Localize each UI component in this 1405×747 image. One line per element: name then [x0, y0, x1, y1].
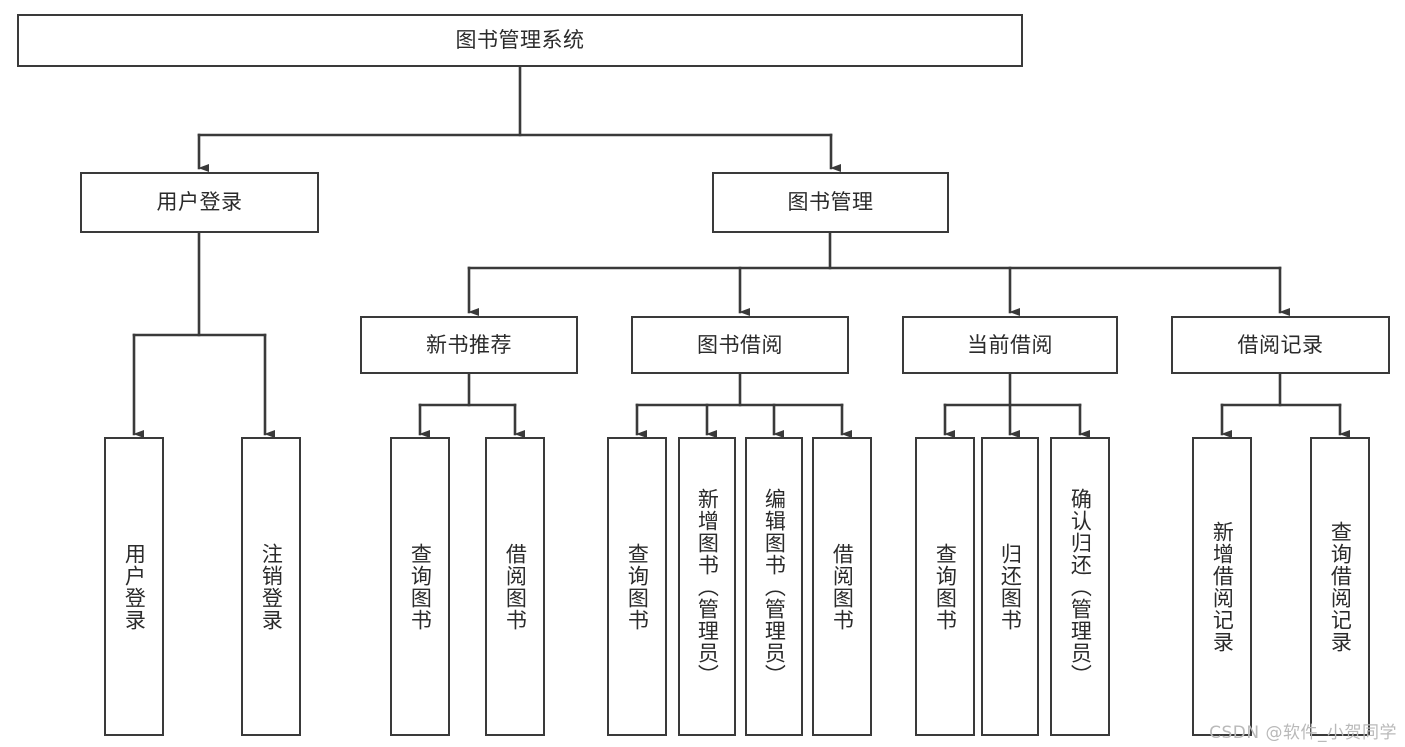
node-label: 查询图书	[625, 542, 650, 631]
node-user-login[interactable]: 用户登录	[80, 172, 319, 233]
node-label: 归还图书	[998, 542, 1023, 631]
leaf-query-book-3[interactable]: 查询图书	[915, 437, 975, 736]
node-label: 编辑图书（管理员）	[762, 487, 787, 686]
leaf-query-book-2[interactable]: 查询图书	[607, 437, 667, 736]
node-label: 确认归还（管理员）	[1068, 487, 1093, 686]
node-label: 用户登录	[156, 190, 243, 215]
node-borrow-record[interactable]: 借阅记录	[1171, 316, 1390, 374]
leaf-edit-book[interactable]: 编辑图书（管理员）	[745, 437, 803, 736]
node-label: 查询图书	[408, 542, 433, 631]
node-label: 新书推荐	[426, 332, 512, 357]
node-label: 新增图书（管理员）	[695, 487, 720, 686]
node-current-borrow[interactable]: 当前借阅	[902, 316, 1118, 374]
leaf-borrow-book-1[interactable]: 借阅图书	[485, 437, 545, 736]
node-label: 图书管理系统	[455, 28, 585, 53]
node-label: 新增借阅记录	[1210, 520, 1235, 653]
node-label: 借阅图书	[830, 542, 855, 631]
node-label: 借阅图书	[503, 542, 528, 631]
node-label: 注销登录	[259, 542, 284, 631]
leaf-add-book[interactable]: 新增图书（管理员）	[678, 437, 736, 736]
node-label: 查询借阅记录	[1328, 520, 1353, 653]
leaf-query-book-1[interactable]: 查询图书	[390, 437, 450, 736]
watermark: CSDN @软件_小贺同学	[1209, 723, 1397, 743]
node-label: 图书管理	[787, 190, 874, 215]
leaf-logout[interactable]: 注销登录	[241, 437, 301, 736]
leaf-confirm-return[interactable]: 确认归还（管理员）	[1050, 437, 1110, 736]
leaf-return-book[interactable]: 归还图书	[981, 437, 1039, 736]
node-label: 用户登录	[122, 542, 147, 631]
node-book-borrow[interactable]: 图书借阅	[631, 316, 849, 374]
leaf-borrow-book-2[interactable]: 借阅图书	[812, 437, 872, 736]
node-label: 查询图书	[933, 542, 958, 631]
node-label: 借阅记录	[1237, 332, 1324, 357]
node-book-manage[interactable]: 图书管理	[712, 172, 949, 233]
leaf-add-record[interactable]: 新增借阅记录	[1192, 437, 1252, 736]
node-label: 图书借阅	[697, 332, 783, 357]
node-root[interactable]: 图书管理系统	[17, 14, 1023, 67]
node-new-book-recommend[interactable]: 新书推荐	[360, 316, 578, 374]
node-label: 当前借阅	[967, 332, 1053, 357]
leaf-user-login[interactable]: 用户登录	[104, 437, 164, 736]
leaf-query-record[interactable]: 查询借阅记录	[1310, 437, 1370, 736]
